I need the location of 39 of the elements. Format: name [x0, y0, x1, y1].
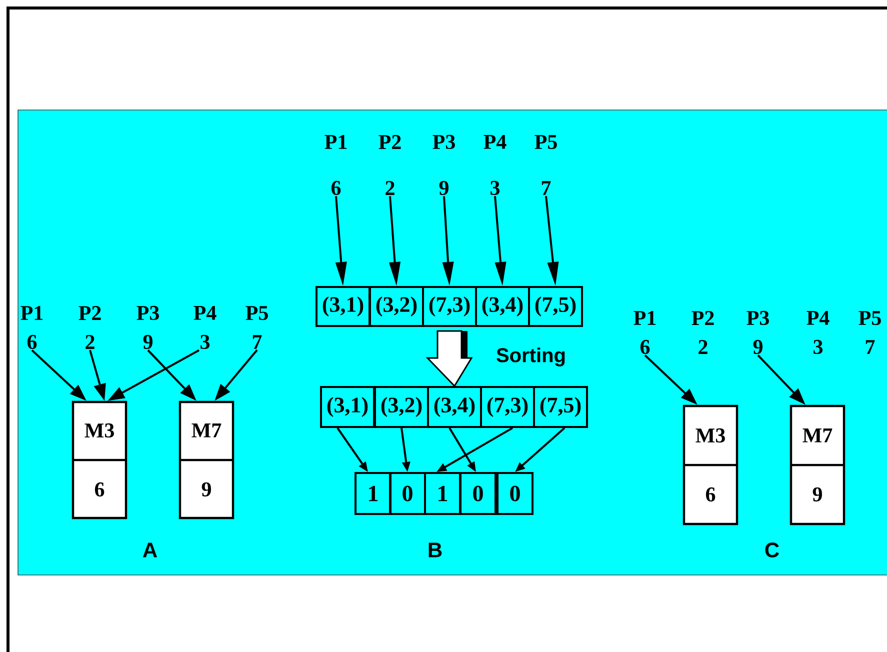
process-label: P4 3	[806, 310, 830, 354]
process-label: P3 9	[432, 134, 455, 196]
memory-box: M7 9	[790, 404, 846, 526]
panel-label: C	[765, 542, 779, 558]
panel-label: B	[428, 542, 442, 558]
memory-box: M7 9	[178, 400, 234, 520]
process-label: P2 2	[692, 311, 714, 354]
bit-cell: 1	[424, 472, 461, 515]
block-arrow	[426, 330, 473, 388]
array-cell: (3,4)	[475, 286, 530, 327]
process-label: P1 6	[324, 134, 347, 196]
process-label: P3 9	[136, 306, 159, 350]
process-label: P5 7	[534, 135, 557, 195]
array-cell: (3,1)	[316, 286, 370, 327]
process-label: P5 7	[246, 306, 268, 349]
process-label: P1 6	[20, 306, 43, 350]
process-label: P4 3	[484, 134, 506, 195]
process-label: P4 3	[194, 306, 216, 349]
process-label: P2 2	[378, 135, 401, 195]
array-cell: (3,4)	[427, 386, 482, 428]
memory-box: M3 6	[682, 404, 738, 526]
array-cell: (7,5)	[533, 386, 588, 428]
process-label: P2 2	[78, 306, 101, 349]
process-label: P3 9	[746, 310, 769, 354]
array-cell: (3,2)	[369, 286, 424, 327]
process-label: P5 7	[858, 311, 881, 354]
array-cell: (3,1)	[320, 386, 375, 428]
bit-cell: 1	[354, 472, 392, 515]
array-cell: (7,3)	[422, 286, 477, 327]
bit-cell: 0	[460, 472, 496, 515]
panel-label: A	[142, 542, 158, 558]
memory-box: M3 6	[72, 400, 128, 520]
edge-label: Sorting	[495, 346, 567, 368]
process-label: P1 6	[634, 310, 656, 354]
array-cell: (3,2)	[374, 386, 429, 428]
bit-cell: 0	[389, 472, 426, 515]
bit-cell: 0	[496, 472, 534, 515]
array-cell: (7,5)	[528, 286, 583, 327]
array-cell: (7,3)	[480, 386, 535, 428]
